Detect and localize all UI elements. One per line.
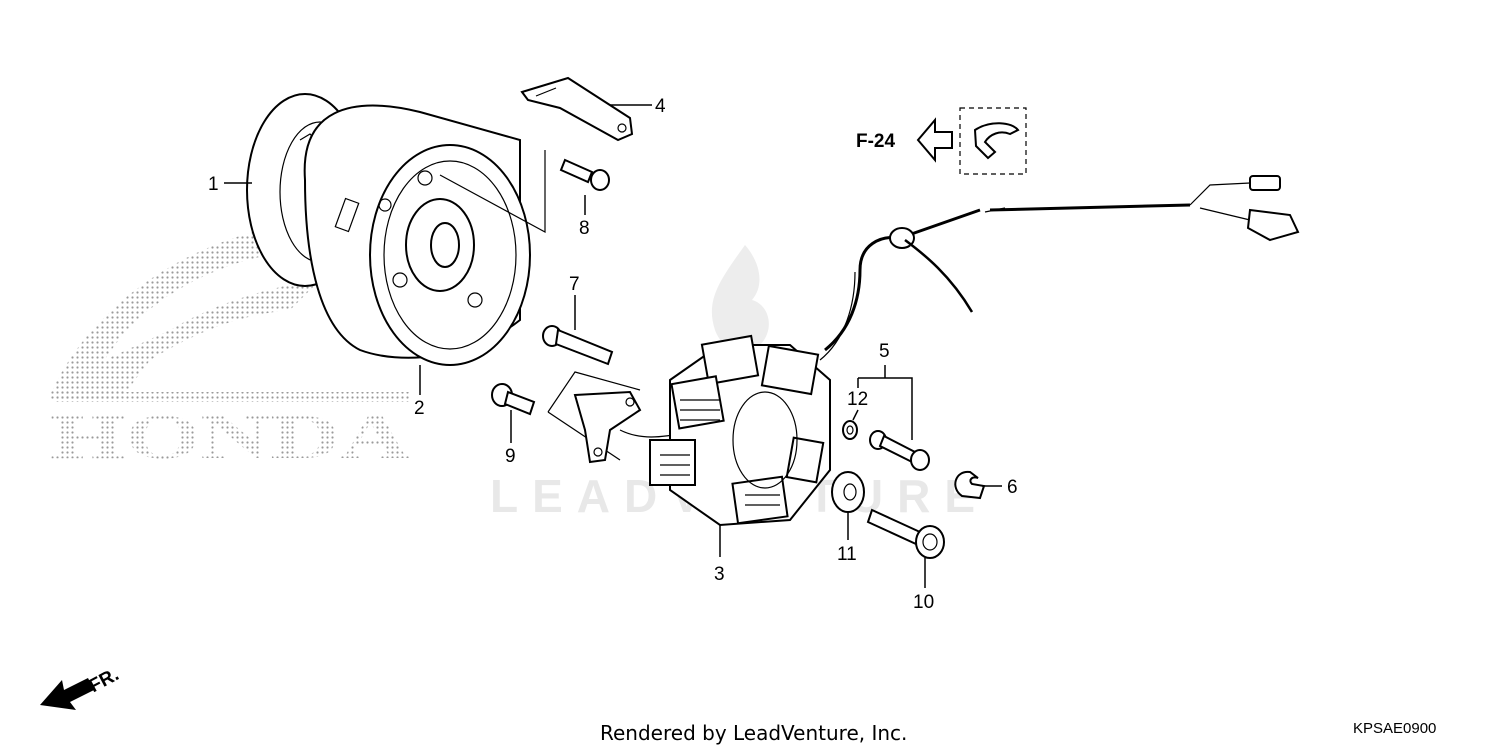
callout-1: 1 — [208, 174, 219, 195]
f24-reference-box: F-24 — [856, 107, 1027, 175]
honda-brand-watermark: HONDA — [48, 220, 410, 472]
part-9-screw — [491, 371, 641, 461]
callout-9: 9 — [505, 446, 516, 467]
callout-3: 3 — [714, 564, 725, 585]
wire-harness — [819, 175, 1300, 361]
part-10-flange-bolt — [866, 508, 945, 559]
direction-arrow-icon — [40, 678, 94, 710]
direction-label: FR. — [86, 664, 123, 697]
callouts: 1 2 3 4 5 6 7 8 9 10 11 12 — [208, 96, 1018, 613]
callout-11: 11 — [837, 544, 857, 565]
footer-credit: Rendered by LeadVenture, Inc. — [600, 721, 907, 745]
part-12-washer — [842, 420, 858, 440]
flame-icon — [711, 245, 769, 353]
part-11-washer — [831, 471, 865, 513]
callout-12: 12 — [847, 389, 868, 410]
part-2-flywheel — [303, 104, 531, 366]
callout-7: 7 — [569, 274, 580, 295]
honda-wing-stripe — [56, 392, 410, 402]
part-4-cover-plate — [520, 76, 634, 142]
arrow-left-icon — [916, 117, 953, 163]
leader-lines — [224, 104, 1002, 588]
diagram-code: KPSAE0900 — [1353, 720, 1436, 737]
honda-wordmark: HONDA — [50, 401, 410, 472]
callout-4: 4 — [655, 96, 666, 117]
front-direction-indicator: FR. — [40, 664, 123, 710]
part-3-stator — [649, 334, 831, 527]
callout-6: 6 — [1007, 477, 1018, 498]
callout-2: 2 — [414, 398, 425, 419]
callout-10: 10 — [913, 592, 934, 613]
honda-wing-logo — [48, 220, 320, 400]
callout-5: 5 — [879, 341, 890, 362]
part-8-bolt — [439, 150, 610, 234]
reference-label: F-24 — [856, 131, 896, 152]
part-7-bolt — [542, 325, 614, 366]
part-5-bolt — [869, 430, 930, 471]
callout-8: 8 — [579, 218, 590, 239]
